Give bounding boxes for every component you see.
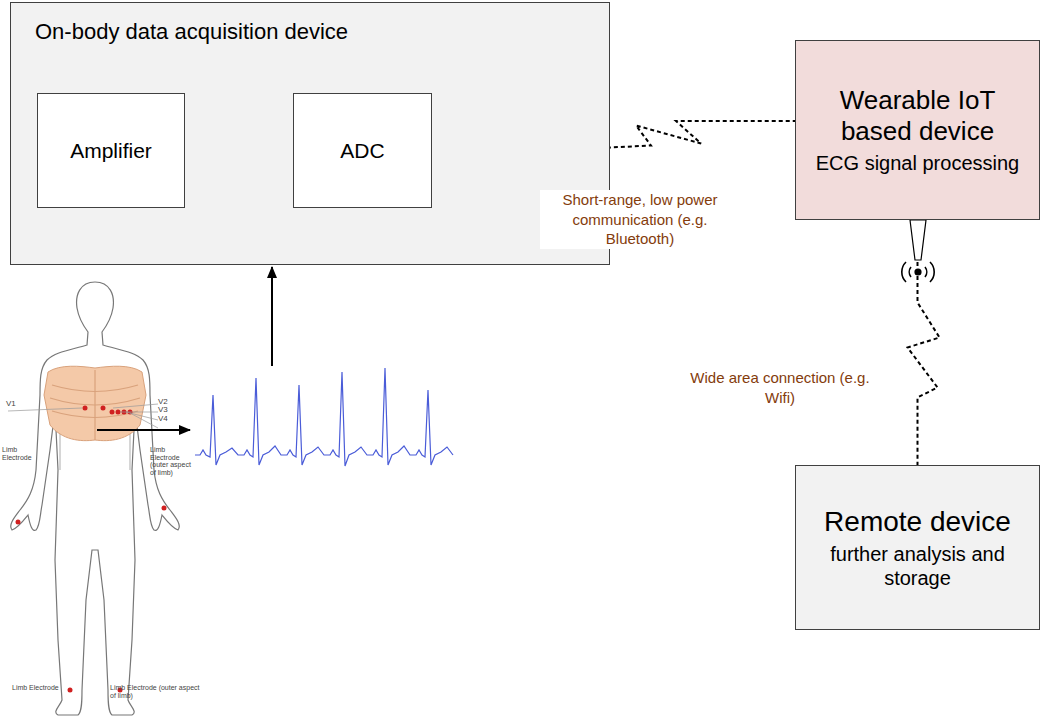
electrode-label: Limb Electrode <box>12 684 62 692</box>
node-title: ADC <box>340 138 384 163</box>
electrodes <box>16 406 167 693</box>
electrode-label: Limb Electrode (outer aspect of limb) <box>150 446 192 477</box>
node-subtitle: ECG signal processing <box>816 151 1019 175</box>
electrode-label: V1 <box>6 400 26 409</box>
human-figure <box>11 282 180 715</box>
signal-arrow <box>271 267 273 366</box>
electrode-label: V3 <box>158 406 178 415</box>
wireless-link <box>908 220 940 465</box>
node-title: Amplifier <box>70 138 152 163</box>
device-box: Wearable IoT based deviceECG signal proc… <box>795 40 1040 220</box>
device-box: Remote devicefurther analysis and storag… <box>795 465 1040 630</box>
antenna-symbol <box>902 220 934 282</box>
signal-arrow <box>97 429 190 431</box>
process-box: Amplifier <box>37 93 185 208</box>
lead-lines <box>8 404 158 428</box>
node-title: Wearable IoT based device <box>806 85 1029 147</box>
edge-label: Wide area connection (e.g. Wifi) <box>680 368 880 407</box>
process-box: ADC <box>293 93 432 208</box>
ecg-waveform <box>195 368 453 466</box>
electrode-label: Limb Electrode <box>2 446 38 461</box>
device-container: On-body data acquisition deviceAmplifier… <box>10 2 610 265</box>
node-title: On-body data acquisition device <box>11 3 609 45</box>
node-title: Remote device <box>824 505 1011 539</box>
electrode-label: Limb Electrode (outer aspect of limb) <box>110 684 200 699</box>
node-subtitle: further analysis and storage <box>806 542 1029 590</box>
electrode-label: V4 <box>158 415 178 424</box>
edge-label: Short-range, low power communication (e.… <box>540 190 740 249</box>
